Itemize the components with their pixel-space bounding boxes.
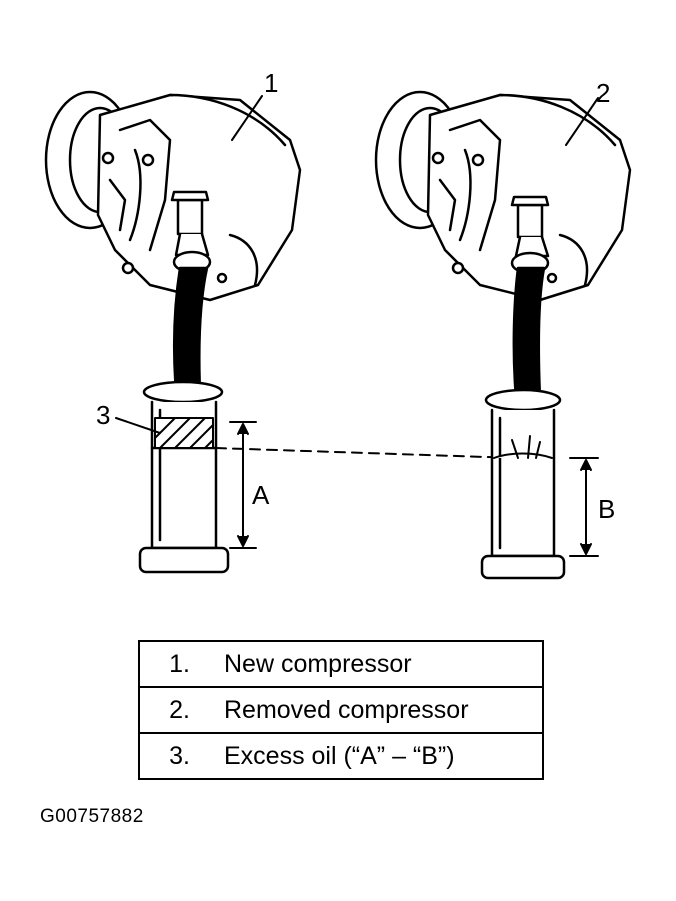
callout-2-leader bbox=[565, 97, 599, 146]
dimension-b bbox=[569, 457, 599, 557]
level-reference-line bbox=[215, 447, 517, 459]
callout-2: 2 bbox=[596, 78, 611, 108]
callout-3-leader bbox=[115, 417, 161, 434]
callout-1: 1 bbox=[264, 68, 279, 98]
legend-number: 1. bbox=[169, 649, 190, 678]
callout-1-leader bbox=[231, 95, 263, 141]
new-compressor bbox=[44, 90, 302, 574]
legend-table: 1. New compressor 2. Removed compressor 3.… bbox=[138, 640, 544, 780]
legend-number: 2. bbox=[169, 695, 190, 724]
figure-id: G00757882 bbox=[40, 806, 144, 827]
legend-label: New compressor bbox=[224, 649, 412, 678]
legend-row: 1. New compressor bbox=[138, 640, 544, 688]
legend-label: Removed compressor bbox=[224, 695, 469, 724]
dimension-b-label: B bbox=[598, 494, 616, 524]
excess-oil-hatch bbox=[154, 417, 214, 449]
legend-row: 3. Excess oil (“A” – “B”) bbox=[138, 732, 544, 780]
legend-row: 2. Removed compressor bbox=[138, 686, 544, 734]
dimension-a bbox=[229, 421, 257, 549]
legend-label: Excess oil (“A” – “B”) bbox=[224, 741, 455, 770]
legend-number: 3. bbox=[169, 741, 190, 770]
dimension-a-label: A bbox=[252, 480, 270, 510]
callout-3: 3 bbox=[96, 400, 111, 430]
compressor-oil-diagram bbox=[44, 90, 632, 580]
removed-compressor bbox=[374, 90, 632, 580]
